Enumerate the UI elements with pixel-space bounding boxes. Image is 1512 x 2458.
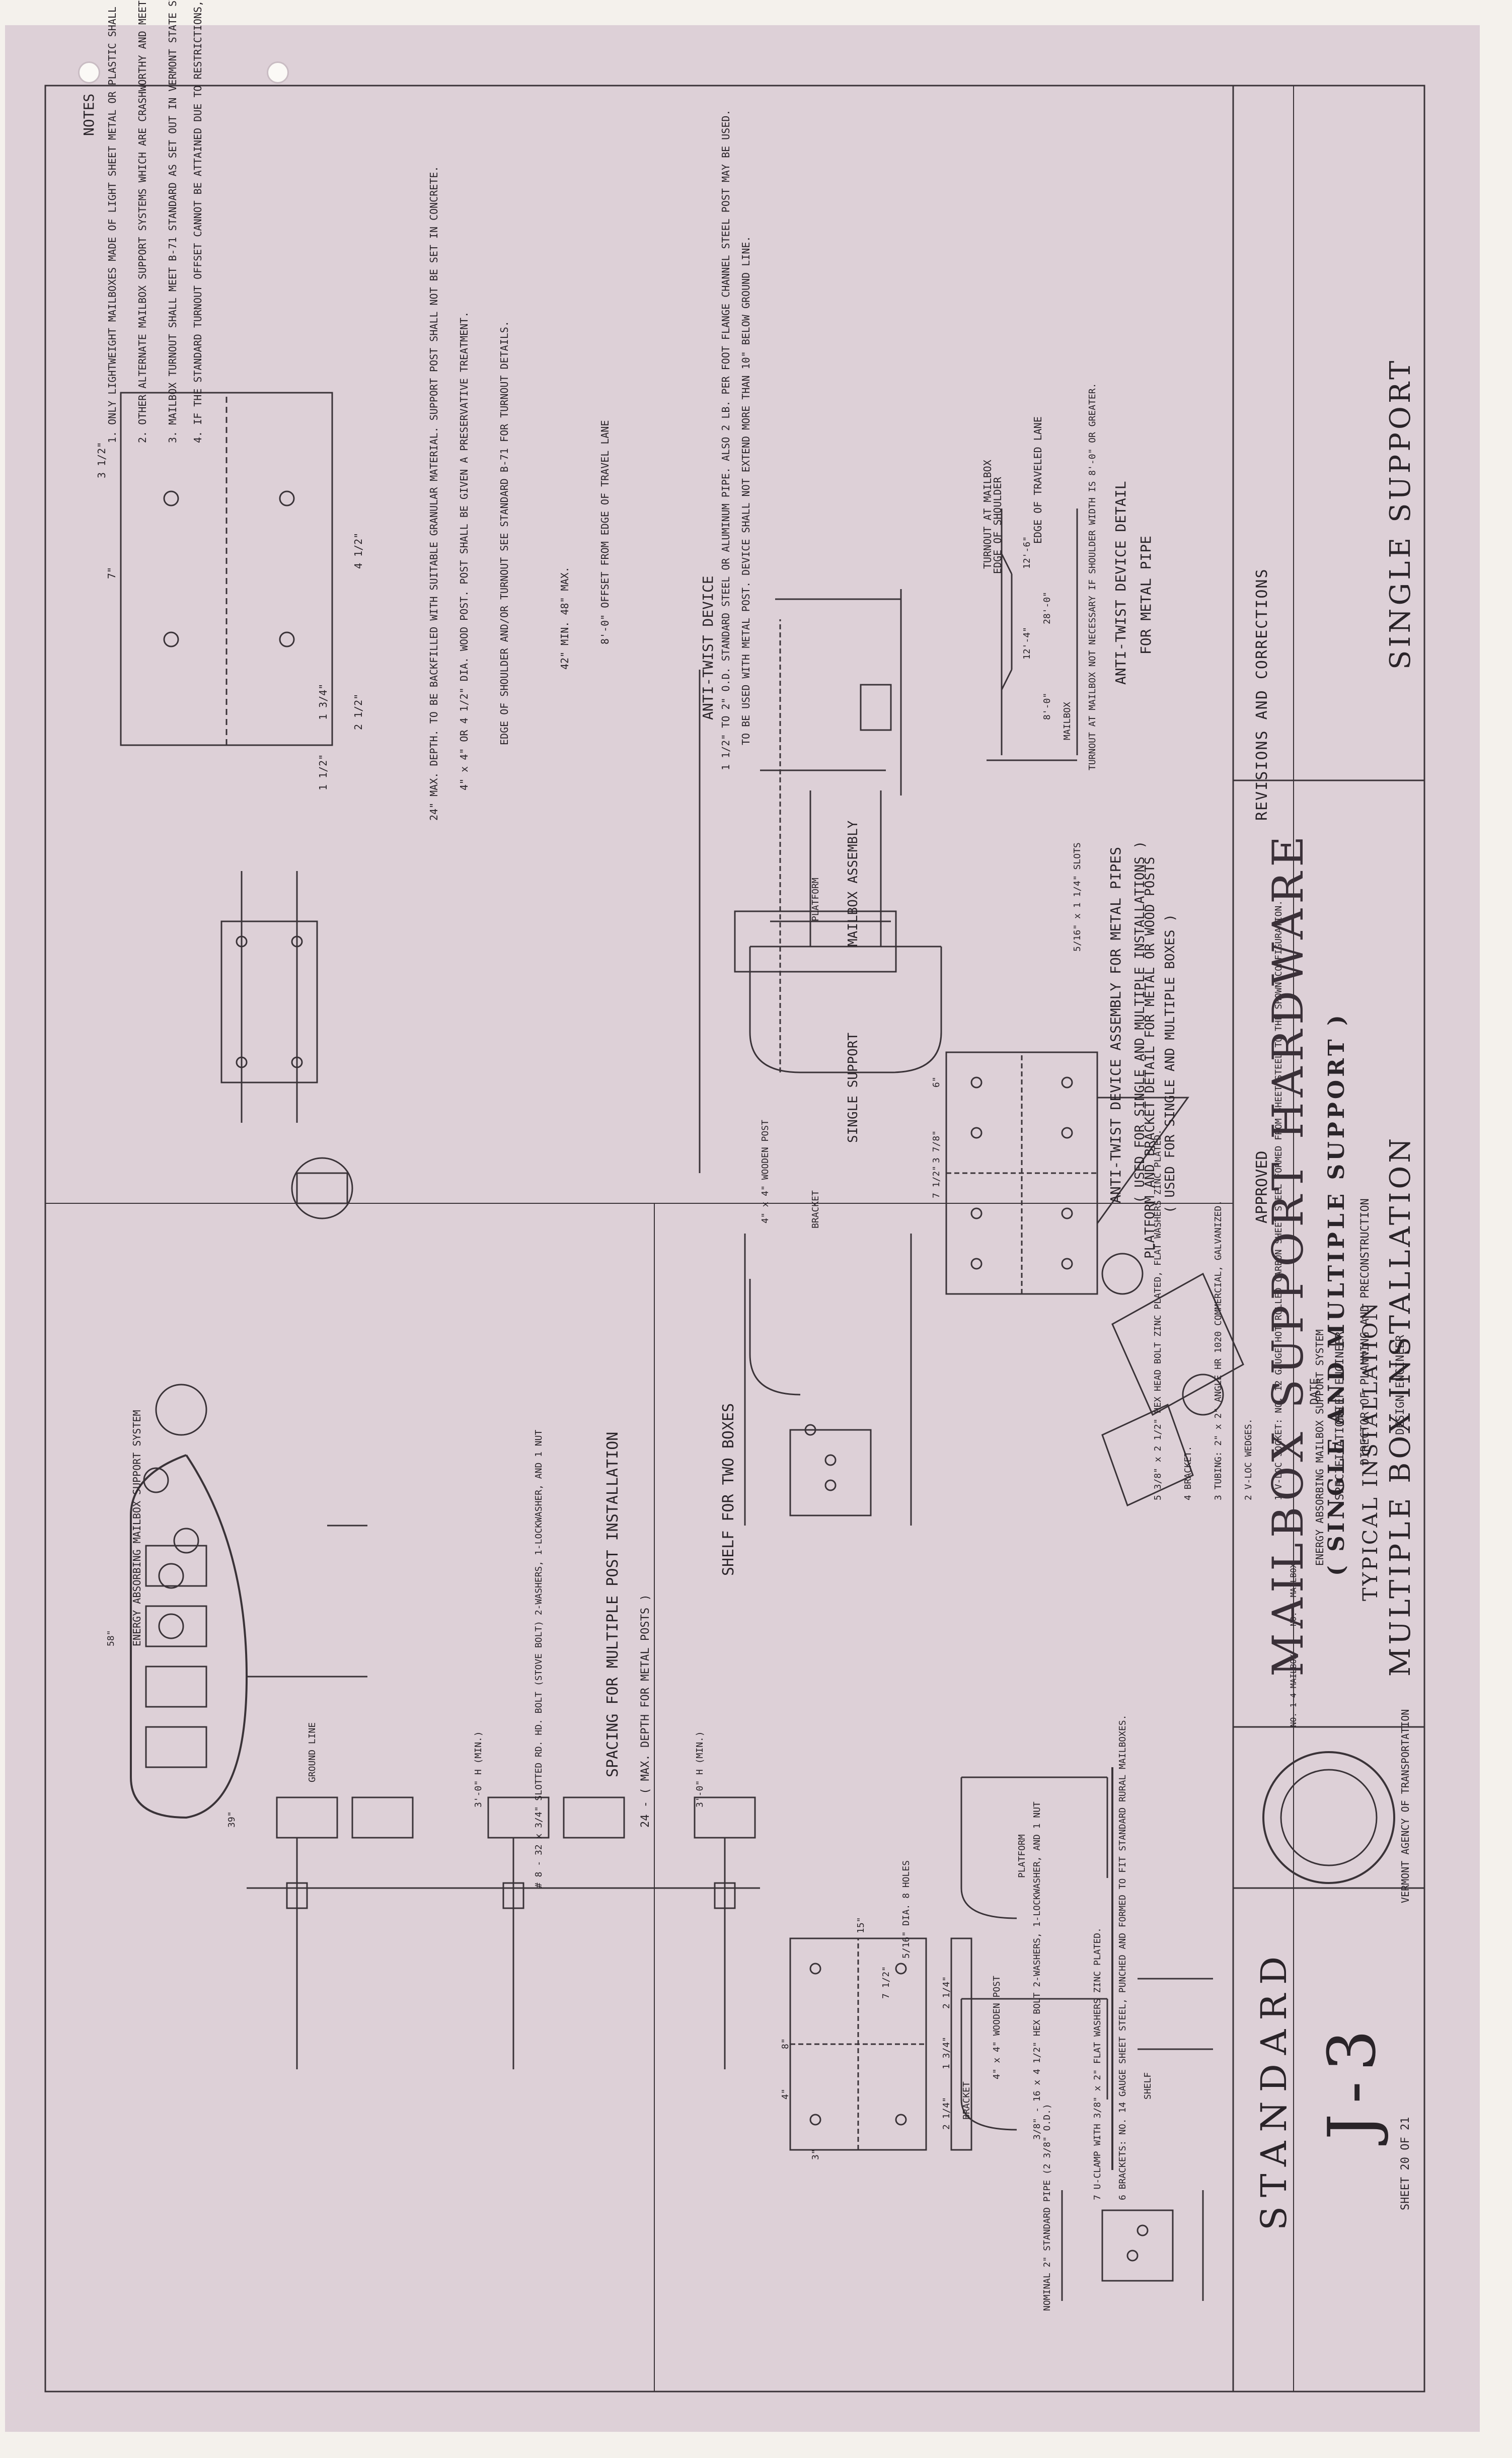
spacing-dim: 3'-0" H (MIN.) (695, 1731, 705, 1808)
dim-label: 15" (856, 1917, 866, 1933)
dim-label: 4 1/2" (352, 532, 364, 569)
bracket-label-2: BRACKET (961, 2081, 972, 2120)
turnout-label: TURNOUT AT MAILBOX (981, 460, 994, 569)
energy-system-label-2: ENERGY ABSORBING MAILBOX SUPPORT SYSTEM (131, 1410, 143, 1646)
revisions-label: REVISIONS AND CORRECTIONS (1253, 568, 1271, 821)
main-title: MAILBOX SUPPORT HARDWARE (1263, 831, 1313, 1677)
dim-label: 2 1/2" (352, 693, 364, 730)
director-label: DIRECTOR OF PLANNING AND PRECONSTRUCTION (1359, 1198, 1372, 1465)
sheet-number: SHEET 20 OF 21 (1399, 2117, 1412, 2210)
note-item: 3. MAILBOX TURNOUT SHALL MEET B-71 STAND… (167, 0, 179, 443)
anti-twist-note: TO BE USED WITH METAL POST. DEVICE SHALL… (740, 236, 752, 745)
spacing-title: SPACING FOR MULTIPLE POST INSTALLATION (604, 1431, 622, 1777)
wood-post-label: 4" x 4" WOODEN POST (760, 1120, 771, 1223)
dim-label: 58" (106, 1630, 116, 1646)
bolt-note-2: 3/8" - 16 x 4 1/2" HEX BOLT 2-WASHERS, 1… (1032, 1801, 1042, 2140)
dim-label: 39" (226, 1811, 237, 1828)
mailbox-assembly-title: MAILBOX ASSEMBLY (846, 820, 861, 947)
spacing-dim: 3'-0" H (MIN.) (473, 1731, 484, 1808)
design-engineer-label: DESIGN ENGINEER (1394, 1335, 1407, 1435)
shoulder-note: EDGE OF SHOULDER AND/OR TURNOUT SEE STAN… (498, 321, 510, 745)
pipe-note: 1 1/2" TO 2" O.D. STANDARD STEEL OR ALUM… (720, 109, 732, 770)
anti-twist-assembly-title: ANTI-TWIST DEVICE ASSEMBLY FOR METAL PIP… (1107, 846, 1124, 1203)
offset-note: 8'-0" OFFSET FROM EDGE OF TRAVEL LANE (599, 420, 611, 644)
dim-label: 8" (780, 2038, 791, 2049)
notes-heading: NOTES (81, 93, 97, 136)
platform-label: PLATFORM (810, 878, 821, 921)
wood-post-label-2: 4" x 4" WOODEN POST (992, 1976, 1002, 2079)
spec-item: 6 BRACKETS: NO. 14 GAUGE SHEET STEEL, PU… (1117, 1714, 1128, 2201)
standard-code: J-3 (1314, 2019, 1390, 2140)
mailbox-label: MAILBOX (1062, 702, 1073, 740)
dim-label: 12'-6" (1022, 536, 1032, 569)
dim-label: 7 1/2" (931, 1165, 942, 1198)
bolt-note: # 8 - 32 x 3/4" SLOTTED RD. HD. BOLT (ST… (534, 1429, 544, 1888)
dim-label: 28'-0" (1042, 591, 1052, 624)
punch-hole (78, 61, 100, 84)
single-support-sub: SINGLE SUPPORT (846, 1032, 861, 1143)
shelf-title: SHELF FOR TWO BOXES (720, 1403, 737, 1576)
anti-twist-detail-title: ANTI-TWIST DEVICE DETAIL (1112, 481, 1129, 685)
for-metal-pipe: FOR METAL PIPE (1138, 535, 1154, 655)
dim-label: 1 3/4" (941, 2036, 952, 2069)
single-support-title: SINGLE SUPPORT (1384, 357, 1417, 670)
post-note: 4" x 4" OR 4 1/2" DIA. WOOD POST. POST S… (458, 311, 470, 790)
standard-label: STANDARD (1253, 1947, 1295, 2230)
dim-label: 3 1/2" (96, 442, 108, 478)
pipe-label: NOMINAL 2" STANDARD PIPE (2 3/8" O.D.) (1042, 2104, 1052, 2311)
turnout-note: TURNOUT AT MAILBOX NOT NECESSARY IF SHOU… (1087, 383, 1098, 770)
drawing-sheet: NOTES 1. ONLY LIGHTWEIGHT MAILBOXES MADE… (5, 0, 1480, 2432)
dim-label: 12'-4" (1022, 626, 1032, 660)
dim-label: 3" (810, 2149, 821, 2160)
linework (44, 85, 1425, 2393)
anti-twist-device-label: ANTI-TWIST DEVICE (700, 575, 716, 720)
dim-label: 7 1/2" (881, 1966, 891, 1999)
platform-detail-sub: ( USED FOR SINGLE AND MULTIPLE BOXES ) (1163, 914, 1178, 1213)
shelf-label: SHELF (1143, 2072, 1153, 2100)
spec-item: 3 TUBING: 2" x 2" ANGLE HR 1020 COMMERCI… (1213, 1200, 1224, 1500)
depth-note: 24" MAX. DEPTH. TO BE BACKFILLED WITH SU… (428, 166, 440, 821)
platform-label-2: PLATFORM (1017, 1834, 1027, 1878)
dim-label: 4" (780, 2088, 791, 2100)
spec-item: 2 V-LOC WEDGES. (1243, 1418, 1254, 1500)
spec-item: 4 BRACKET. (1183, 1445, 1193, 1500)
slots-label: 5/16" x 1 1/4" SLOTS (1072, 842, 1083, 952)
note-item: 1. ONLY LIGHTWEIGHT MAILBOXES MADE OF LI… (106, 0, 119, 443)
punch-hole (267, 61, 289, 84)
dim-label: 1 1/2" (317, 754, 329, 790)
agency-seal-text: VERMONT AGENCY OF TRANSPORTATION (1399, 1709, 1411, 1903)
ground-line-label: GROUND LINE (307, 1722, 318, 1782)
spec-item: 5 3/8" x 2 1/2" HEX HEAD BOLT ZINC PLATE… (1153, 1129, 1163, 1500)
rotated-drawing: NOTES 1. ONLY LIGHTWEIGHT MAILBOXES MADE… (5, 0, 1480, 2432)
sub-title: ( SINGLE AND MULTIPLE SUPPORT ) (1324, 1012, 1349, 1576)
bracket-label: BRACKET (810, 1190, 821, 1228)
dim-label: 2 1/4" (941, 1976, 952, 2009)
dim-label: 2 1/4" (941, 2096, 952, 2130)
dim-label: 3 7/8" (931, 1130, 942, 1163)
spec-item: 7 U-CLAMP WITH 3/8" x 2" FLAT WASHERS ZI… (1092, 1927, 1103, 2200)
dim-label: 7" (106, 566, 118, 579)
dim-label: 1 3/4" (317, 683, 329, 720)
max-depth: 24 - ( MAX. DEPTH FOR METAL POSTS ) (639, 1594, 652, 1828)
holes-label: 5/16" DIA. 8 HOLES (901, 1860, 912, 1959)
note-item: 4. IF THE STANDARD TURNOUT OFFSET CANNOT… (191, 0, 204, 443)
edge-travel-label: EDGE OF TRAVELED LANE (1032, 416, 1044, 544)
height-dim: 42" MIN. 48" MAX. (559, 566, 571, 670)
dim-label: 8'-0" (1042, 692, 1052, 720)
note-item: 2. OTHER ALTERNATE MAILBOX SUPPORT SYSTE… (136, 0, 149, 443)
dim-label: 6" (931, 1076, 942, 1088)
